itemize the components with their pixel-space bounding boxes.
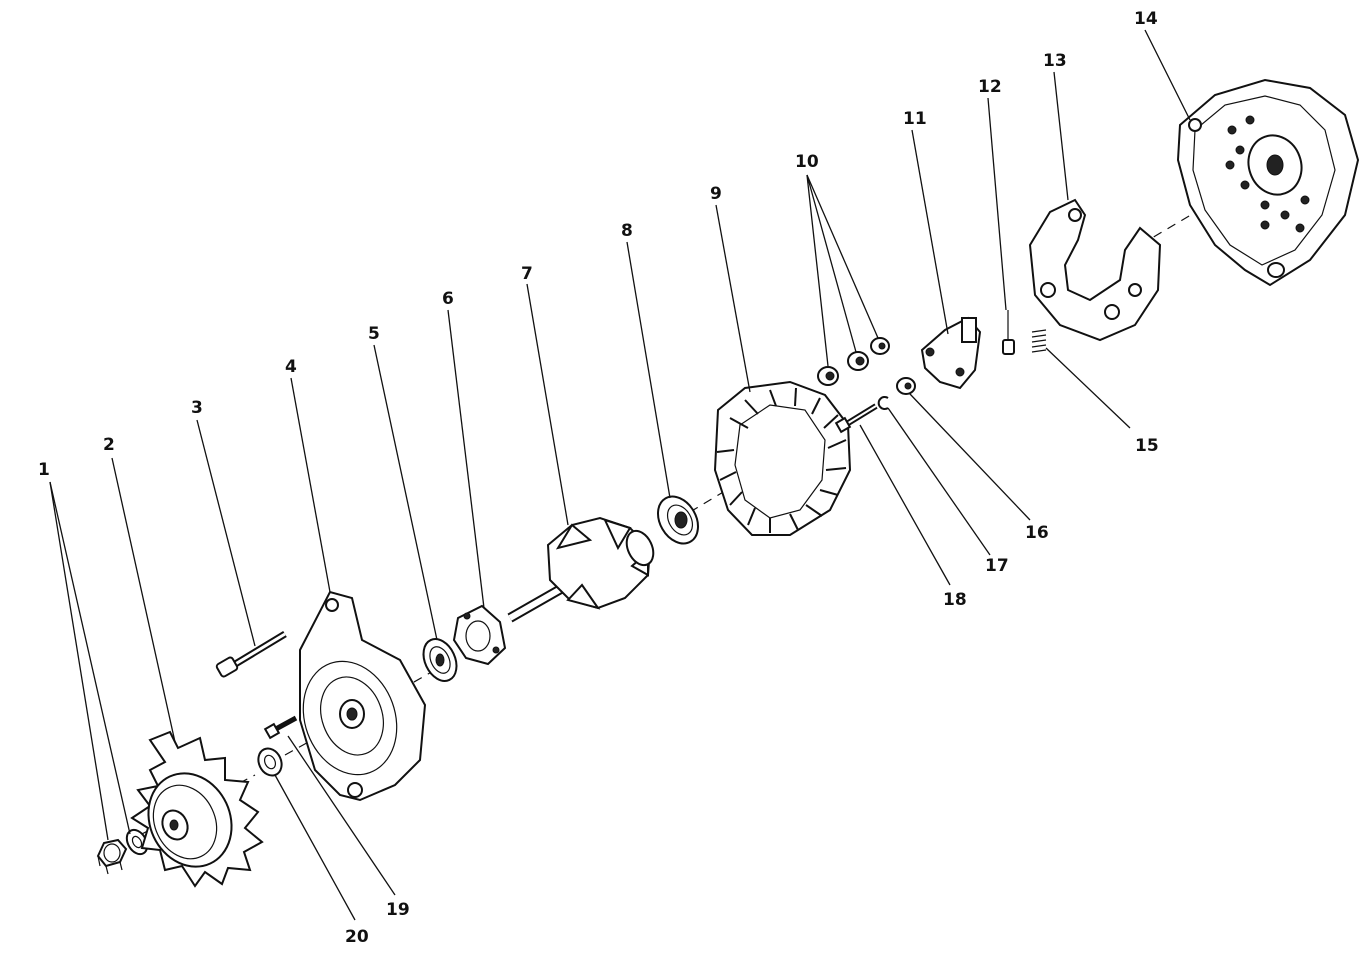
callout-14: 14 [1134,9,1158,29]
callout-11: 11 [903,109,927,129]
callout-12: 12 [978,77,1002,97]
part-16-insulator [896,377,916,395]
callout-2: 2 [103,435,115,455]
part-14-slip-ring-end-frame [1176,78,1360,287]
part-9-stator [713,380,852,536]
part-18-screw [834,403,878,434]
leader-lines [49,29,1191,921]
callout-16: 16 [1025,523,1049,543]
part-19-screw [263,715,298,740]
part-15-spring [1031,329,1047,353]
part-2-fan-pulley [130,730,264,888]
part-11-brush-holder [920,316,982,390]
part-13-rectifier-bridge [1028,198,1162,342]
part-12-brush [1002,310,1015,355]
callout-labels: 1 2 3 4 5 6 7 8 9 10 11 12 13 14 15 16 1… [38,9,1159,947]
callout-4: 4 [285,357,297,377]
callout-17: 17 [985,556,1009,576]
callout-15: 15 [1135,436,1159,456]
part-10-insulators [817,337,890,386]
callout-10: 10 [795,152,819,172]
part-20-spacer [257,747,283,777]
callout-13: 13 [1043,51,1067,71]
callout-20: 20 [345,927,369,947]
callout-3: 3 [191,398,203,418]
callout-7: 7 [521,264,533,284]
callout-5: 5 [368,324,380,344]
part-7-rotor [507,516,655,623]
part-8-bearing [657,495,699,545]
part-4-drive-end-housing [299,590,427,802]
callout-8: 8 [621,221,633,241]
part-3-through-bolt [215,631,287,678]
callout-18: 18 [943,590,967,610]
callout-1: 1 [38,460,50,480]
part-5-bearing [422,638,458,682]
callout-19: 19 [386,900,410,920]
callout-6: 6 [442,289,454,309]
part-6-retainer-plate [452,604,507,666]
callout-9: 9 [710,184,722,204]
part-17-clip [877,396,889,410]
